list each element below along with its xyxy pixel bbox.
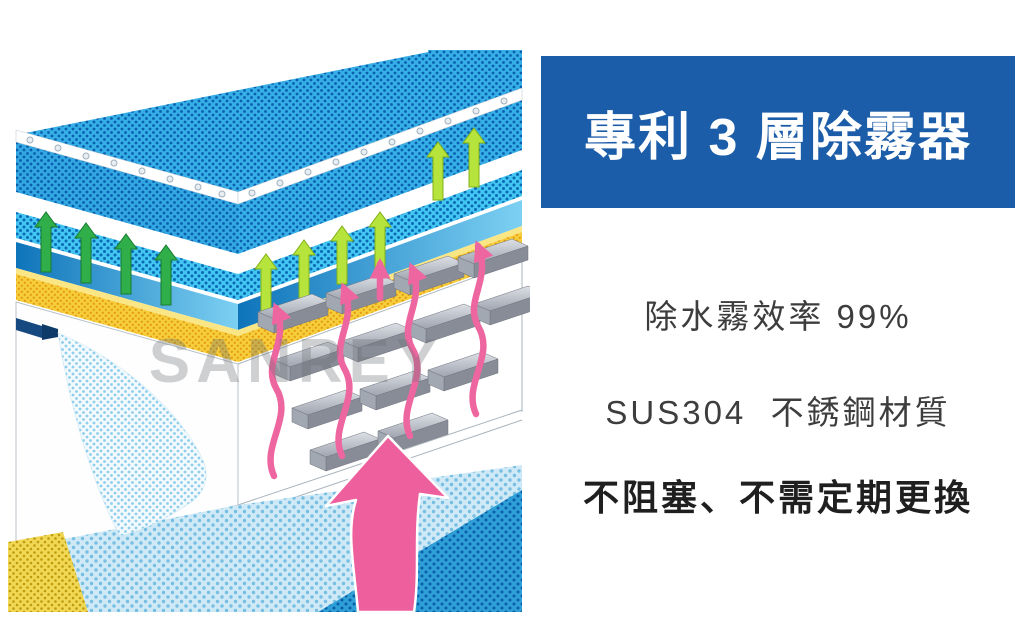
demister-diagram: SANREY xyxy=(8,50,530,612)
mist-flow-arrows xyxy=(267,240,494,480)
title-text: 專利 3 層除霧器 xyxy=(584,108,972,167)
mesh-roof-panel xyxy=(15,50,523,254)
feature-material: SUS304 不銹鋼材質 xyxy=(605,394,951,431)
spray-nozzle xyxy=(16,318,58,340)
watermark-text: SANREY xyxy=(149,327,443,396)
baffle-block xyxy=(341,322,413,363)
feature-maintenance: 不阻塞、不需定期更換 xyxy=(582,477,973,518)
demister-diagram-svg: SANREY xyxy=(8,50,530,612)
yellow-corner-strip xyxy=(8,532,88,612)
baffle-block xyxy=(273,341,345,382)
title-banner: 專利 3 層除霧器 xyxy=(541,56,1015,208)
main-airflow-arrow xyxy=(324,434,450,612)
info-panel: 專利 3 層除霧器 除水霧效率 99% SUS304 不銹鋼材質 不阻塞、不需定… xyxy=(541,0,1015,644)
clean-air-arrows xyxy=(34,127,486,313)
feature-efficiency: 除水霧效率 99% xyxy=(644,298,912,335)
demister-baffle-blocks xyxy=(257,238,530,472)
bolt-dots xyxy=(26,97,508,198)
spray-cone xyxy=(57,332,207,537)
baffle-block xyxy=(309,431,381,472)
